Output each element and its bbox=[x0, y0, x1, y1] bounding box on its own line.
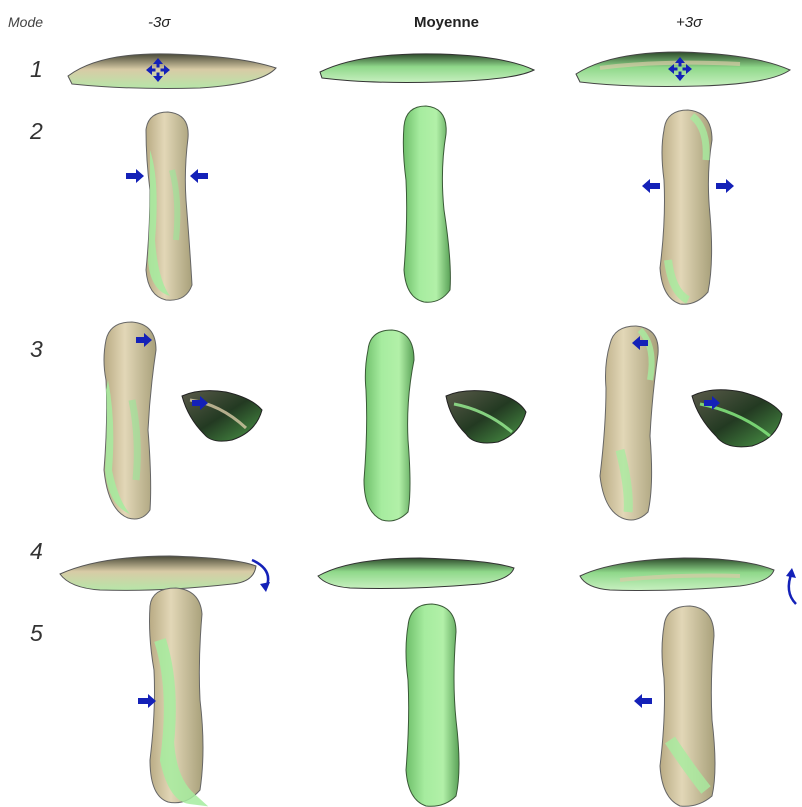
mode-1-mean-shape bbox=[320, 54, 534, 83]
arrow-left-icon bbox=[634, 694, 652, 708]
rotate-clockwise-icon bbox=[252, 560, 270, 592]
mode-5-mean-shape bbox=[406, 604, 459, 806]
arrow-right-icon bbox=[716, 179, 734, 193]
mode-3-plus-shape bbox=[600, 326, 658, 520]
mode-3-mean-shape bbox=[364, 330, 414, 521]
arrow-left-icon bbox=[642, 179, 660, 193]
mode-2-plus-shape bbox=[660, 110, 712, 304]
mode-3-mean-side-shape bbox=[446, 391, 526, 443]
rotate-counterclockwise-icon bbox=[786, 568, 796, 604]
mode-3-plus-side-shape bbox=[692, 390, 782, 447]
mode-2-minus-shape bbox=[146, 112, 192, 300]
mode-4-minus-shape bbox=[60, 556, 256, 590]
mode-5-minus-shape bbox=[150, 588, 204, 803]
arrow-right-icon bbox=[138, 694, 156, 708]
mode-1-minus-shape bbox=[68, 54, 276, 89]
mode-4-plus-shape bbox=[580, 558, 774, 591]
mode-4-mean-shape bbox=[318, 558, 514, 589]
arrow-right-icon bbox=[126, 169, 144, 183]
mode-2-mean-shape bbox=[403, 106, 450, 302]
arrow-left-icon bbox=[190, 169, 208, 183]
mode-5-plus-shape bbox=[660, 606, 715, 806]
mode-3-minus-side-shape bbox=[182, 391, 262, 441]
mode-3-minus-shape bbox=[104, 322, 156, 519]
